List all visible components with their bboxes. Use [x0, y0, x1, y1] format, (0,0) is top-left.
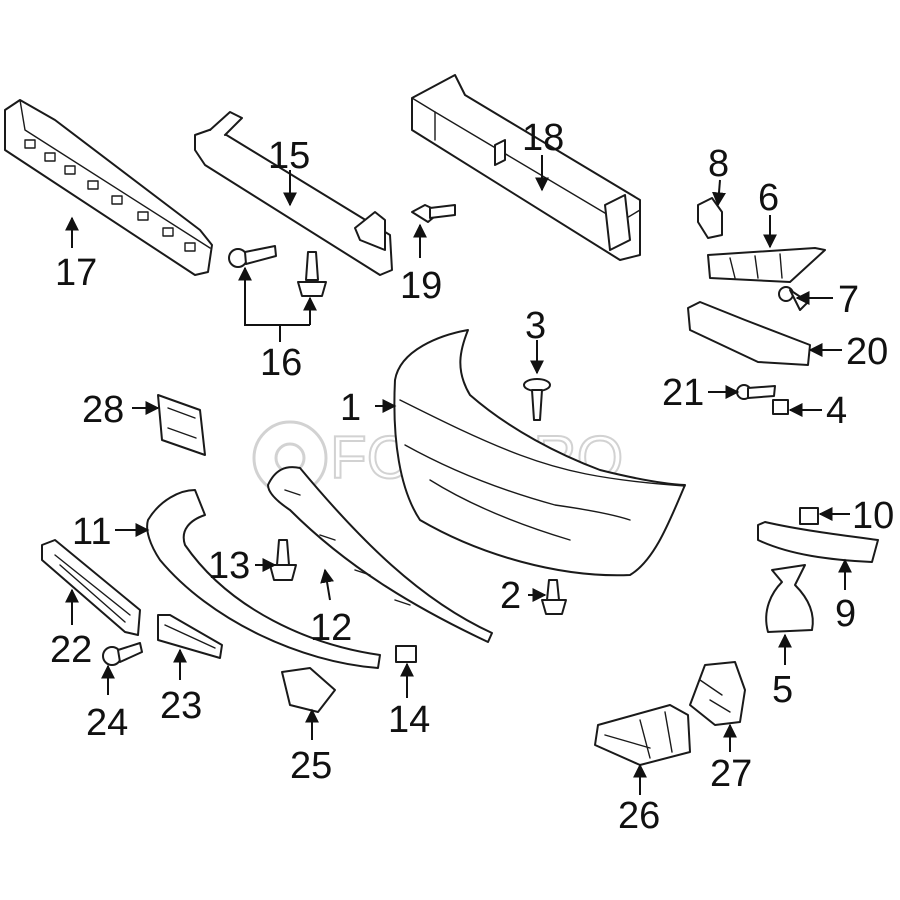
part-28-plate-bracket	[157, 394, 206, 456]
callout-3: 3	[525, 305, 546, 347]
part-2-bolt	[541, 579, 567, 615]
callout-1: 1	[340, 387, 361, 429]
part-21-screw	[736, 384, 776, 400]
callout-28: 28	[82, 389, 124, 431]
part-20-side-support	[687, 301, 811, 366]
part-26-air-guide	[594, 704, 691, 766]
callout-20: 20	[846, 331, 888, 373]
part-10-nut	[799, 507, 819, 525]
part-25-bracket	[281, 667, 336, 713]
callout-18: 18	[522, 117, 564, 159]
callout-2: 2	[500, 575, 521, 617]
part-9-side-molding	[757, 521, 879, 563]
part-18-reinforcement-bar	[411, 74, 641, 261]
leader-lines	[65, 155, 852, 795]
part-27-bracket	[689, 661, 746, 726]
callout-6: 6	[758, 177, 779, 219]
part-14-nut	[395, 645, 417, 663]
callout-15: 15	[268, 135, 310, 177]
callout-25: 25	[290, 745, 332, 787]
part-17-energy-absorber	[4, 99, 213, 276]
part-16-screw-b	[297, 251, 327, 297]
part-19-bolt	[411, 204, 456, 223]
callout-19: 19	[400, 265, 442, 307]
part-5-cover	[765, 564, 814, 633]
callout-4: 4	[826, 390, 847, 432]
part-3-push-pin	[523, 378, 551, 421]
part-12-lower-spoiler	[267, 466, 493, 643]
part-13-bolt	[269, 539, 297, 581]
part-1-bumper-cover	[393, 329, 686, 577]
part-6-side-bracket	[707, 247, 826, 283]
callout-14: 14	[388, 699, 430, 741]
callout-21: 21	[662, 372, 704, 414]
callout-10: 10	[852, 495, 894, 537]
callout-27: 27	[710, 753, 752, 795]
callout-labels: 1 2 3 4 5 6 7 8 9 10 11 12 13 14 15 16 1…	[50, 117, 894, 837]
part-8-clip	[697, 197, 723, 239]
callout-5: 5	[772, 669, 793, 711]
part-16-screw-a	[228, 245, 277, 268]
part-22-grille	[41, 539, 141, 636]
callout-26: 26	[618, 795, 660, 837]
callout-12: 12	[310, 607, 352, 649]
part-11-molding	[146, 489, 381, 669]
callout-7: 7	[838, 279, 859, 321]
callout-16: 16	[260, 342, 302, 384]
part-23-trim	[157, 614, 223, 659]
callout-22: 22	[50, 629, 92, 671]
callout-11: 11	[72, 511, 111, 553]
callout-17: 17	[55, 252, 97, 294]
part-4-nut	[772, 399, 789, 415]
part-24-screw	[102, 642, 143, 666]
callout-9: 9	[835, 593, 856, 635]
callout-13: 13	[208, 545, 250, 587]
callout-24: 24	[86, 702, 128, 744]
callout-8: 8	[708, 143, 729, 185]
callout-23: 23	[160, 685, 202, 727]
